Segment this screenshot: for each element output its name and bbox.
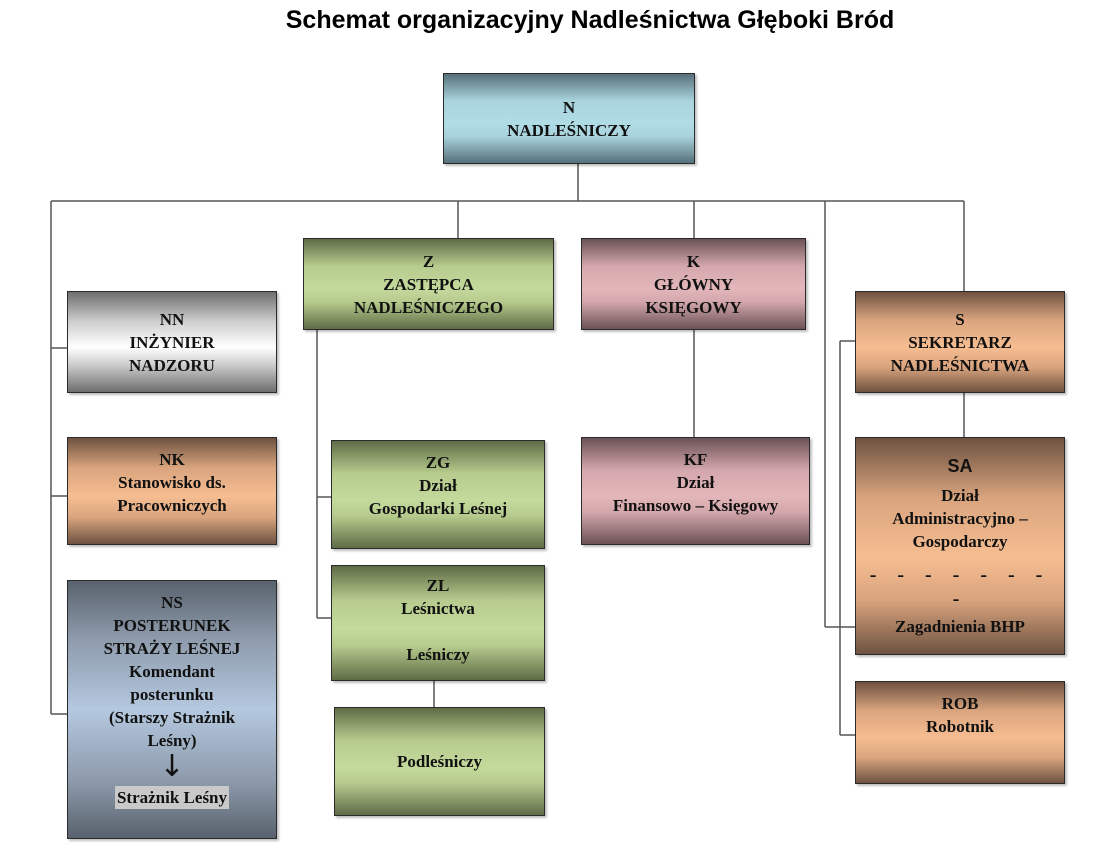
- node-dzial-finansowo-ksiegowy: KF Dział Finansowo – Księgowy: [581, 437, 810, 545]
- node-label: Pracowniczych: [117, 496, 227, 515]
- node-sekretarz: S SEKRETARZ NADLEŚNICTWA: [855, 291, 1065, 393]
- node-label: GŁÓWNY: [653, 274, 734, 294]
- dashed-separator: - - - - - - - -: [869, 563, 1051, 610]
- node-extra-label: Zagadnienia BHP: [895, 616, 1025, 636]
- node-label: KSIĘGOWY: [645, 297, 742, 317]
- node-sub-label: Strażnik Leśny: [114, 786, 230, 809]
- node-label: NADLEŚNICZY: [507, 120, 631, 140]
- node-code: NK: [159, 450, 185, 469]
- node-label: Administracyjno –: [892, 508, 1028, 528]
- node-label: Dział: [419, 476, 457, 495]
- node-glowny-ksiegowy: K GŁÓWNY KSIĘGOWY: [581, 238, 806, 330]
- node-dzial-administracyjno-gospodarczy: SA Dział Administracyjno – Gospodarczy -…: [855, 437, 1065, 655]
- node-code: ZG: [425, 453, 451, 472]
- node-label: Leśniczy: [406, 645, 470, 664]
- node-dzial-gospodarki-lesnej: ZG Dział Gospodarki Leśnej: [331, 440, 545, 549]
- node-nadlesniczy: N NADLEŚNICZY: [443, 73, 695, 164]
- node-code: KF: [683, 450, 708, 469]
- node-label: Gospodarki Leśnej: [368, 499, 508, 518]
- node-label: SEKRETARZ: [908, 332, 1012, 352]
- node-label: (Starszy Strażnik: [108, 708, 236, 727]
- node-label: STRAŻY LEŚNEJ: [103, 639, 241, 658]
- node-label: Komendant: [129, 662, 215, 681]
- node-label: posterunku: [130, 685, 214, 704]
- node-label: Finansowo – Księgowy: [612, 496, 779, 515]
- node-posterunek-strazy-lesnej: NS POSTERUNEK STRAŻY LEŚNEJ Komendant po…: [67, 580, 277, 839]
- node-label: ZASTĘPCA: [383, 274, 474, 294]
- node-label: Dział: [676, 473, 715, 492]
- node-code: ZL: [426, 576, 450, 595]
- node-zastepca: Z ZASTĘPCA NADLEŚNICZEGO: [303, 238, 554, 330]
- node-code: NN: [159, 309, 185, 329]
- arrow-down-icon: ↓: [159, 749, 185, 784]
- node-stanowisko-pracownicze: NK Stanowisko ds. Pracowniczych: [67, 437, 277, 545]
- node-label: Gospodarczy: [912, 531, 1008, 551]
- node-code: SA: [947, 455, 973, 476]
- node-label: Dział: [941, 485, 979, 505]
- node-label: Robotnik: [925, 717, 995, 736]
- node-label: Stanowisko ds.: [118, 473, 226, 492]
- node-label: Podleśniczy: [397, 752, 482, 771]
- chart-title: Schemat organizacyjny Nadleśnictwa Głębo…: [285, 6, 895, 34]
- node-label: Leśny): [147, 731, 197, 750]
- node-code: ROB: [941, 694, 979, 713]
- node-robotnik: ROB Robotnik: [855, 681, 1065, 784]
- node-podlesniczy: Podleśniczy: [334, 707, 545, 816]
- node-code: K: [686, 251, 701, 271]
- node-label: NADZORU: [129, 355, 215, 375]
- node-label: NADLEŚNICZEGO: [353, 297, 504, 317]
- node-inzynier-nadzoru: NN INŻYNIER NADZORU: [67, 291, 277, 393]
- node-code: S: [955, 309, 965, 329]
- node-label: Leśnictwa: [401, 599, 475, 618]
- node-code: Z: [422, 251, 435, 271]
- node-lesnictwa: ZL Leśnictwa Leśniczy: [331, 565, 545, 681]
- node-label: POSTERUNEK: [113, 616, 231, 635]
- node-code: N: [562, 97, 576, 117]
- node-label: NADLEŚNICTWA: [890, 355, 1030, 375]
- node-code: NS: [161, 593, 183, 612]
- node-label: INŻYNIER: [129, 332, 215, 352]
